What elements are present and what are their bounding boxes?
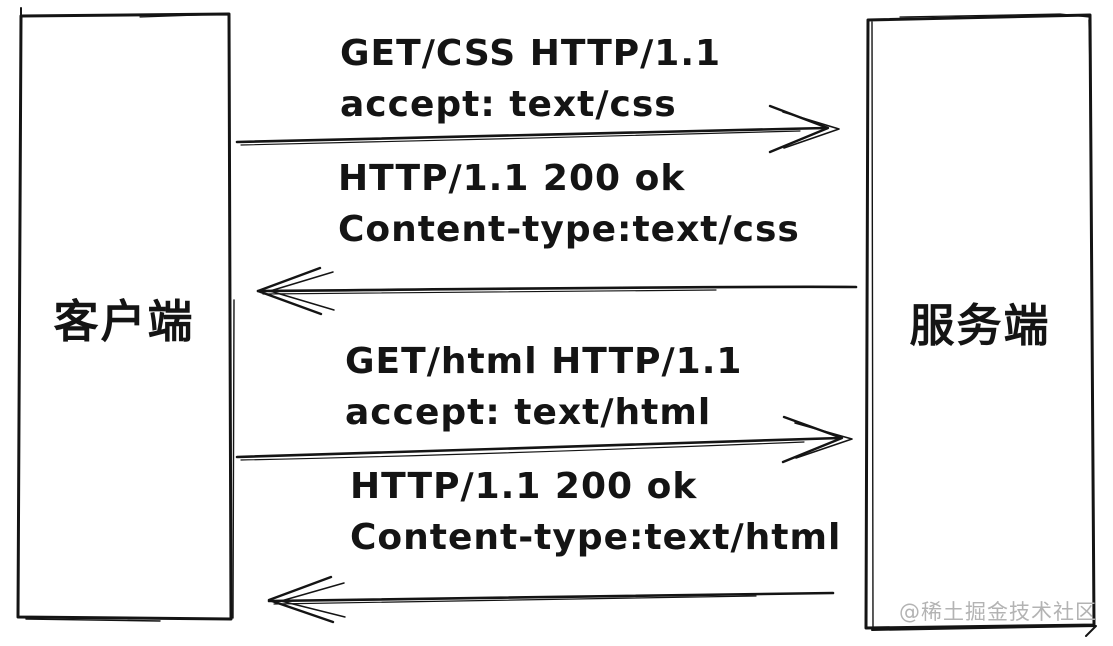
message-line: Content-type:text/html: [350, 517, 842, 558]
message-response-css: HTTP/1.1 200 ok Content-type:text/css: [338, 153, 800, 255]
message-line: accept: text/html: [345, 392, 712, 433]
message-request-css: GET/CSS HTTP/1.1 accept: text/css: [340, 28, 721, 130]
request-css-arrow: [235, 104, 840, 154]
message-line: HTTP/1.1 200 ok: [350, 466, 698, 507]
message-response-html: HTTP/1.1 200 ok Content-type:text/html: [350, 461, 841, 563]
client-box: [16, 7, 235, 622]
client-node: 客户端: [18, 15, 230, 619]
message-line: GET/html HTTP/1.1: [345, 341, 743, 382]
watermark: @稀土掘金技术社区: [899, 600, 1097, 624]
server-label: 服务端: [909, 299, 1051, 352]
message-line: GET/CSS HTTP/1.1: [340, 33, 722, 74]
message-request-html: GET/html HTTP/1.1 accept: text/html: [345, 336, 742, 438]
request-html-arrow: [235, 415, 853, 464]
message-line: Content-type:text/css: [338, 209, 800, 250]
server-box: [864, 13, 1097, 637]
response-html-arrow: [267, 575, 835, 624]
response-css-arrow: [256, 266, 858, 316]
message-line: HTTP/1.1 200 ok: [338, 158, 686, 199]
server-node: 服务端: [866, 16, 1094, 627]
client-label: 客户端: [53, 294, 195, 348]
message-line: accept: text/css: [340, 84, 677, 125]
